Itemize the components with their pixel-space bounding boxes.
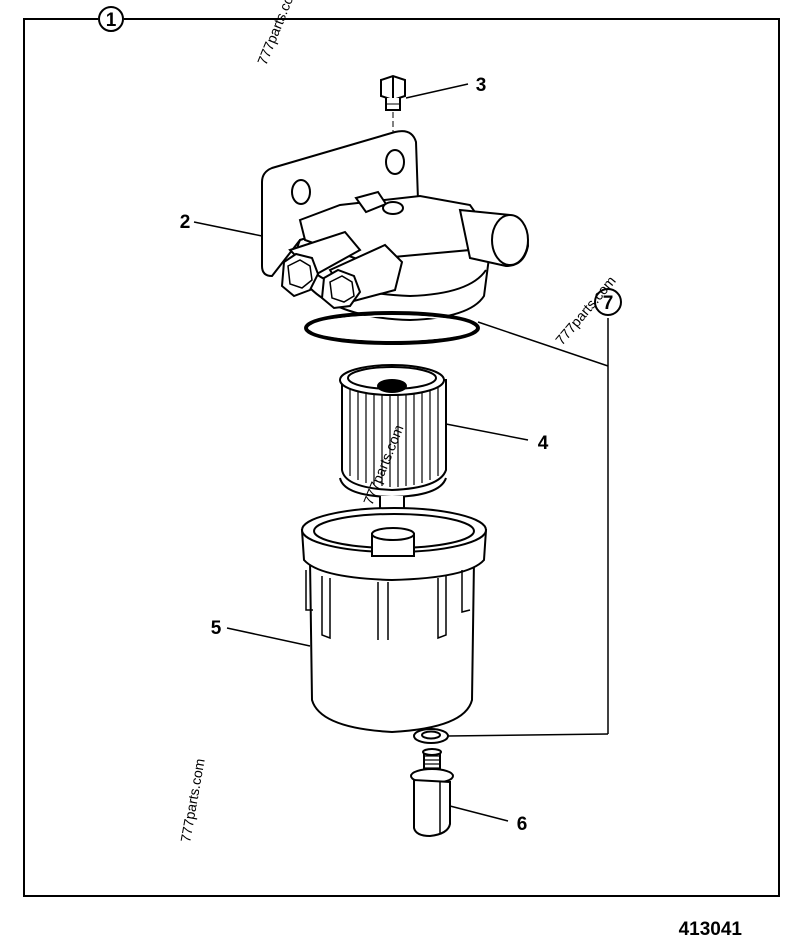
watermark-bottom: 777parts.com xyxy=(177,757,207,843)
filter-element-part xyxy=(339,364,447,499)
drain-washer-part xyxy=(413,728,449,744)
callout-7: 7 xyxy=(594,288,622,316)
leader-lines xyxy=(124,18,609,822)
filter-head-part xyxy=(261,130,530,322)
filter-bowl-part xyxy=(300,507,488,734)
diagram-frame xyxy=(23,18,780,897)
callout-6-label: 6 xyxy=(517,814,528,835)
callout-3-label: 3 xyxy=(476,75,487,96)
bolt-part xyxy=(380,74,406,111)
callout-1: 1 xyxy=(98,5,124,33)
callout-2-label: 2 xyxy=(180,212,191,233)
callout-5-label: 5 xyxy=(211,618,222,639)
callout-7-label: 7 xyxy=(603,293,614,314)
drawing-reference-number: 413041 xyxy=(679,919,743,940)
callout-4-label: 4 xyxy=(538,433,549,454)
o-ring-part xyxy=(304,311,480,345)
drain-plug-part xyxy=(410,748,454,838)
callout-1-label: 1 xyxy=(106,10,117,31)
watermark-top: 777parts.com xyxy=(254,0,301,67)
